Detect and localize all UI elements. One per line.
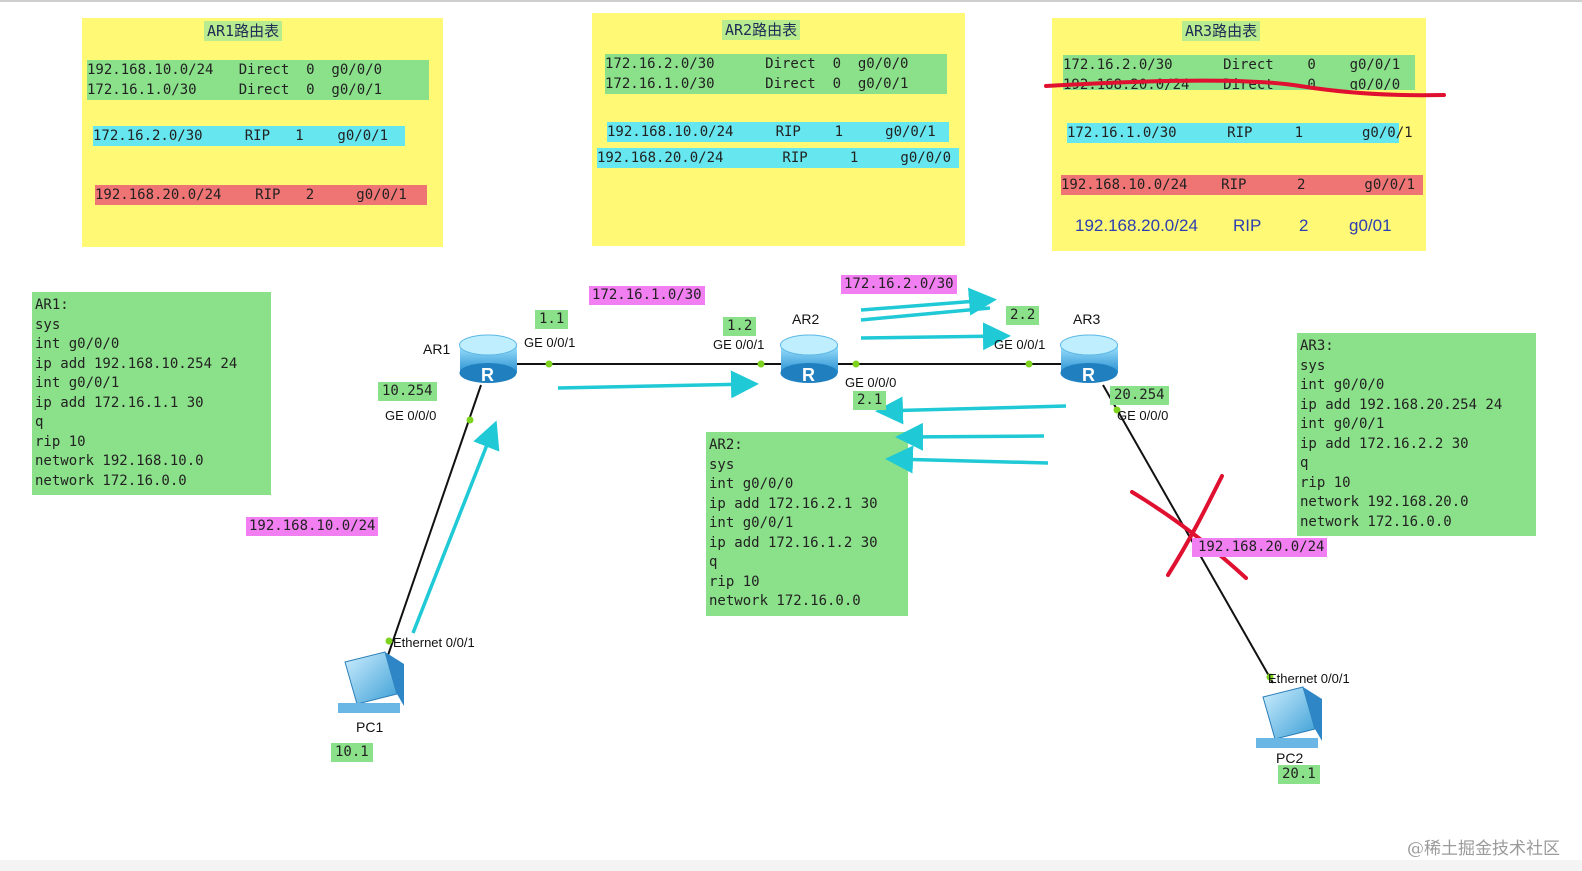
ar3-plain-network: 192.168.20.0/24 (1075, 216, 1198, 235)
ar2-route-row-3: 192.168.10.0/24 RIP 1 g0/0/1 (607, 122, 949, 142)
frame-bottom-strip (0, 860, 1582, 871)
port-dot-ar3-g000 (1113, 406, 1121, 414)
ar3-plain-cost: 2 (1299, 216, 1309, 235)
ar1-config-box: AR1: sys int g0/0/0 ip add 192.168.10.25… (32, 292, 271, 495)
port-dot-ar1-g001 (545, 360, 553, 368)
arrow-ar3-to-ar2-3 (885, 445, 1049, 474)
pc-icon-pc2 (1256, 686, 1322, 748)
subnet-link1-tag: 172.16.1.0/30 (589, 286, 705, 305)
subnet-lan1-tag: 192.168.10.0/24 (246, 517, 379, 536)
ar1-route-table-title: AR1路由表 (204, 21, 283, 41)
ar1-route-row-3: 172.16.2.0/30 RIP 1 g0/0/1 (93, 126, 405, 146)
device-label-pc2: PC2 (1276, 750, 1304, 766)
strike-ar3-direct-row (1044, 78, 1446, 98)
ar2-route-table-title: AR2路由表 (722, 20, 801, 40)
addr-ar3-g000: 20.254 (1110, 386, 1169, 405)
ar3-route-row-1: 172.16.2.0/30 Direct 0 g0/0/1 (1063, 55, 1415, 75)
router-icon-ar3: R (1060, 334, 1118, 385)
ar1-route-row-1: 192.168.10.0/24 Direct 0 g0/0/0 (87, 60, 429, 80)
subnet-lan2-tag: 192.168.20.0/24 (1192, 538, 1328, 557)
port-label-ar3-g001: GE 0/0/1 (994, 337, 1046, 352)
ar1-route-row-2: 172.16.1.0/30 Direct 0 g0/0/1 (87, 80, 429, 100)
device-label-pc1: PC1 (356, 719, 384, 735)
device-label-ar2: AR2 (792, 311, 820, 327)
port-label-pc1-eth: Ethernet 0/0/1 (393, 635, 475, 650)
port-label-ar2-g001: GE 0/0/1 (713, 337, 765, 352)
svg-text:R: R (802, 365, 815, 385)
port-label-ar1-g000: GE 0/0/0 (385, 408, 437, 423)
addr-ar3-g001: 2.2 (1006, 306, 1040, 325)
cross-mark-stroke-2 (1166, 474, 1224, 577)
port-dot-ar3-g001 (1025, 360, 1033, 368)
addr-ar1-g000: 10.254 (378, 382, 437, 401)
device-label-ar3: AR3 (1073, 311, 1101, 327)
addr-ar2-g001: 1.2 (723, 317, 757, 336)
arrow-ar2-to-ar3-1 (860, 287, 997, 316)
router-icon-ar2: R (780, 334, 838, 385)
port-dot-ar2-g001 (757, 360, 765, 368)
port-dot-ar2-g000 (852, 360, 860, 368)
ar3-plain-iface: g0/01 (1349, 216, 1392, 235)
arrow-ar3-to-ar2-1 (875, 396, 1067, 425)
arrow-ar2-to-ar3-2 (860, 306, 991, 322)
ar2-route-row-4: 192.168.20.0/24 RIP 1 g0/0/0 (597, 148, 959, 168)
pc-icon-pc1 (338, 651, 404, 713)
arrow-pc1-to-ar1 (411, 420, 500, 634)
port-label-ar3-g000: GE 0/0/0 (1117, 408, 1169, 423)
arrow-ar3-to-ar2-2 (895, 422, 1045, 451)
ar3-route-row-4: 192.168.10.0/24 RIP 2 g0/0/1 (1061, 175, 1423, 195)
port-label-ar2-g000: GE 0/0/0 (845, 375, 897, 390)
ar1-route-row-4: 192.168.20.0/24 RIP 2 g0/0/1 (95, 185, 427, 205)
cross-mark-stroke-1 (1130, 490, 1248, 580)
addr-pc1: 10.1 (331, 743, 373, 762)
svg-text:R: R (1082, 365, 1095, 385)
link-ar1-pc1 (384, 384, 482, 665)
port-dot-pc2 (1266, 673, 1274, 681)
port-dot-pc1 (385, 637, 393, 645)
ar2-route-row-2: 172.16.1.0/30 Direct 0 g0/0/1 (605, 74, 947, 94)
watermark: @稀土掘金技术社区 (1407, 839, 1560, 859)
port-dot-ar1-g000 (466, 416, 474, 424)
router-icon-ar1: R (459, 334, 517, 385)
ar2-route-row-1: 172.16.2.0/30 Direct 0 g0/0/0 (605, 54, 947, 74)
link-ar3-pc2 (1102, 384, 1274, 684)
ar3-config-box: AR3: sys int g0/0/0 ip add 192.168.20.25… (1297, 333, 1536, 536)
arrow-ar1-to-ar2 (557, 370, 759, 399)
device-label-ar1: AR1 (423, 341, 451, 357)
ar3-route-table-title: AR3路由表 (1182, 21, 1261, 41)
arrow-ar2-to-ar3-3 (860, 322, 1011, 351)
ar3-route-row-3: 172.16.1.0/30 RIP 1 g0/0/1 (1067, 123, 1413, 143)
ar3-plain-proto: RIP (1233, 216, 1262, 235)
ar2-config-box: AR2: sys int g0/0/0 ip add 172.16.2.1 30… (706, 432, 908, 616)
addr-pc2: 20.1 (1278, 765, 1320, 784)
subnet-link2-tag: 172.16.2.0/30 (841, 275, 957, 294)
addr-ar1-g001: 1.1 (535, 310, 569, 329)
addr-ar2-g000: 2.1 (853, 391, 887, 410)
svg-text:R: R (481, 365, 494, 385)
port-label-ar1-g001: GE 0/0/1 (524, 335, 576, 350)
port-label-pc2-eth: Ethernet 0/0/1 (1268, 671, 1350, 686)
